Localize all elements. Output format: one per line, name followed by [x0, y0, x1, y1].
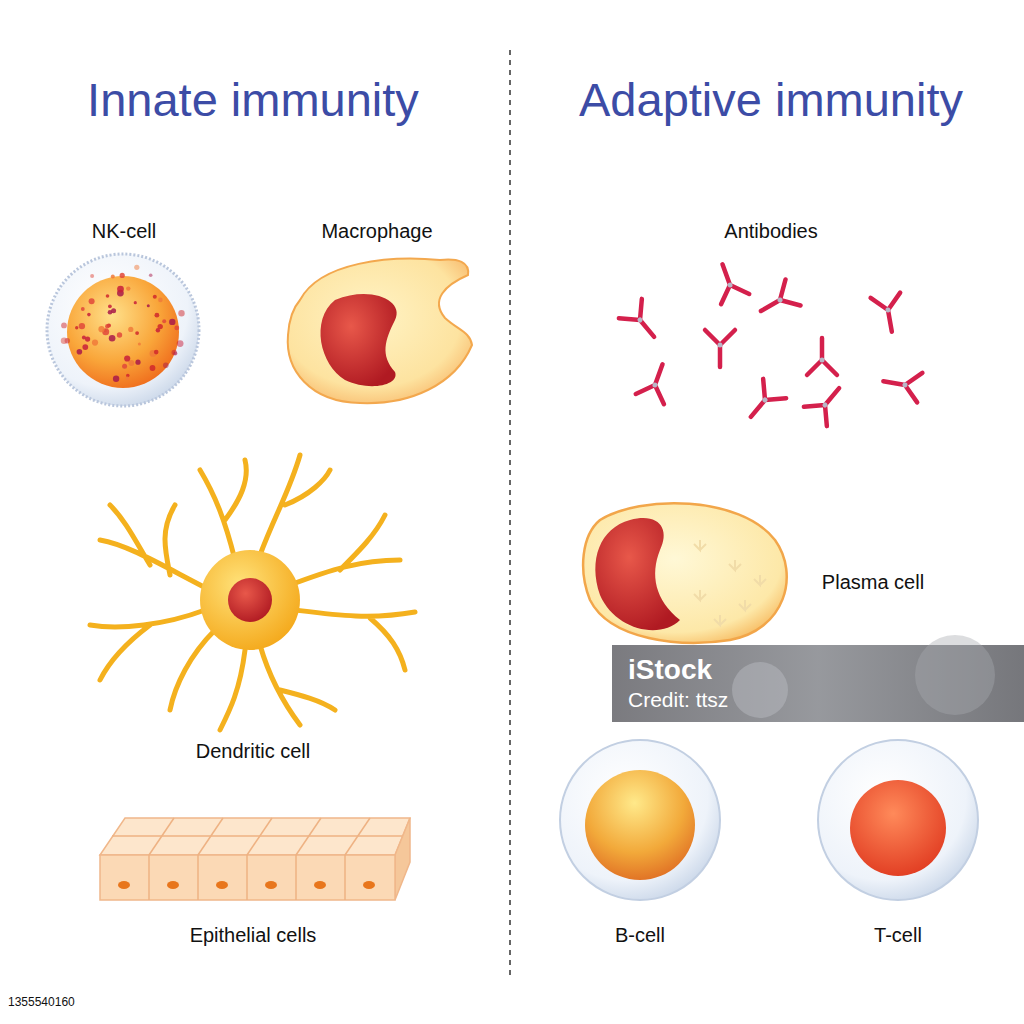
granule [122, 364, 127, 369]
cell-border [344, 855, 346, 900]
granule [155, 313, 160, 318]
cell-nucleus [118, 881, 130, 889]
granule [124, 355, 130, 361]
watermark-text: iStock [628, 653, 712, 687]
cell-label: B-cell [615, 923, 665, 947]
granule [135, 331, 139, 335]
cell-border [246, 855, 248, 900]
granule [163, 363, 169, 369]
granule [117, 286, 124, 293]
t-cell [818, 740, 978, 900]
granule [138, 343, 141, 346]
epithelial-cells [100, 818, 410, 900]
heading: Innate immunity [87, 72, 419, 128]
cell-border [295, 855, 297, 900]
granule [113, 376, 119, 382]
watermark-text: Credit: ttsz [628, 687, 728, 712]
granule [117, 332, 122, 337]
cell-label: T-cell [874, 923, 922, 947]
granule [81, 307, 85, 311]
plasma-cell [583, 503, 787, 643]
watermark-band [612, 635, 1024, 722]
granule [120, 273, 125, 278]
granule [109, 335, 116, 342]
granule [150, 365, 156, 371]
granule [105, 324, 109, 328]
granule [111, 275, 115, 279]
cell-nucleus [167, 881, 179, 889]
granule [75, 326, 78, 329]
granule [126, 377, 130, 381]
b-cell [560, 740, 720, 900]
granule [174, 326, 179, 331]
image-id: 1355540160 [8, 995, 75, 1009]
granule [89, 298, 95, 304]
cell-label: Epithelial cells [190, 923, 317, 947]
granule [77, 349, 83, 355]
granule [90, 274, 94, 278]
cell-border [148, 855, 150, 900]
cell-label: Plasma cell [822, 570, 924, 594]
granule [147, 304, 150, 307]
cell-label: Dendritic cell [196, 739, 310, 763]
cell-border [197, 855, 199, 900]
granule [126, 286, 130, 290]
granule [92, 340, 98, 346]
granule [128, 327, 133, 332]
granule [85, 337, 90, 342]
granule [108, 310, 113, 315]
granule [162, 319, 166, 323]
divider [509, 50, 511, 975]
granule [61, 337, 68, 344]
granule [154, 350, 159, 355]
granule [177, 340, 184, 347]
granule [87, 313, 91, 317]
cell-nucleus [314, 881, 326, 889]
granule [158, 324, 163, 329]
antibodies [619, 259, 923, 426]
cell-nucleus [216, 881, 228, 889]
granule [82, 344, 88, 350]
cell-border [112, 835, 402, 837]
granule [61, 323, 67, 329]
cell-label: NK-cell [92, 219, 156, 243]
macrophage [288, 259, 472, 404]
cell-nucleus [265, 881, 277, 889]
granule [106, 294, 110, 298]
nk-cell [47, 254, 199, 406]
granule [134, 301, 137, 304]
granule [129, 360, 135, 366]
dendritic-cell [90, 455, 415, 730]
cell-label: Antibodies [724, 219, 817, 243]
granule [153, 295, 157, 299]
granule [169, 319, 175, 325]
granule [134, 265, 139, 270]
granule [79, 323, 85, 329]
granule [108, 304, 112, 308]
granule [98, 326, 104, 332]
cell-nucleus [363, 881, 375, 889]
granule [173, 352, 177, 356]
granule [158, 298, 163, 303]
granule [149, 273, 153, 277]
granule [178, 310, 184, 316]
cell-label: Macrophage [321, 219, 432, 243]
heading: Adaptive immunity [579, 72, 963, 128]
granule [135, 360, 140, 365]
granule [172, 350, 177, 355]
